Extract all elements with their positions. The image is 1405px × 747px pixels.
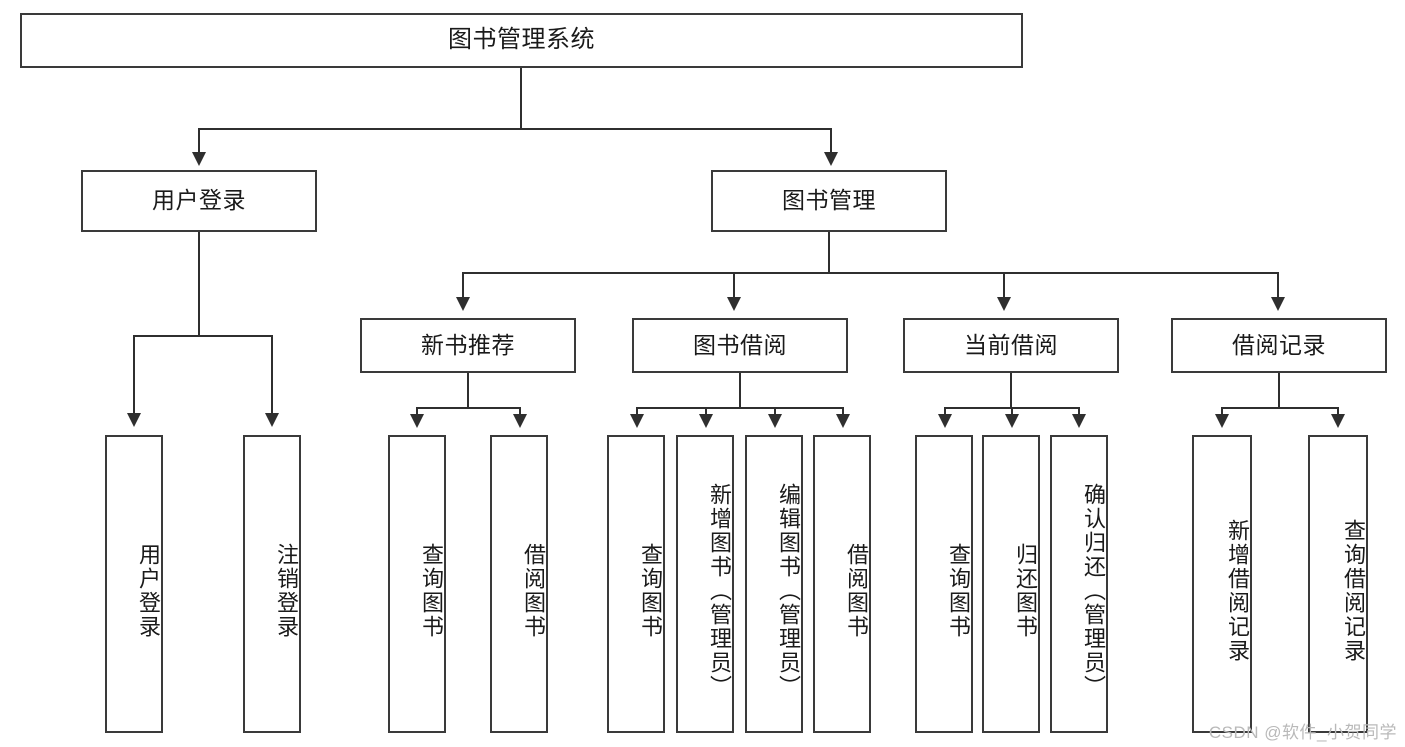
leaf-logout[interactable]: 注销登录	[243, 435, 301, 733]
connector-userlogin-drop-1	[133, 335, 135, 415]
node-label: 当前借阅	[964, 331, 1058, 358]
leaf-query-book-recommend[interactable]: 查询图书	[388, 435, 446, 733]
node-label: 归还图书	[1013, 543, 1038, 639]
node-root-system[interactable]: 图书管理系统	[20, 13, 1023, 68]
connector-bookborrow-drop-4	[842, 407, 844, 416]
leaf-borrow-book-recommend[interactable]: 借阅图书	[490, 435, 548, 733]
node-label: 借阅记录	[1232, 331, 1326, 358]
connector-userlogin-stem	[198, 232, 200, 335]
arrowhead-leaf-confirm-return	[1072, 414, 1086, 428]
arrowhead-leaf-user-login	[127, 413, 141, 427]
leaf-query-borrow-record[interactable]: 查询借阅记录	[1308, 435, 1368, 733]
node-label: 图书借阅	[693, 331, 787, 358]
connector-bookborrow-drop-2	[705, 407, 707, 416]
connector-root-drop-left	[198, 128, 200, 154]
arrowhead-leaf-add-record	[1215, 414, 1229, 428]
leaf-confirm-return-admin[interactable]: 确认归还（管理员）	[1050, 435, 1108, 733]
arrowhead-book-borrow	[727, 297, 741, 311]
node-label: 新增图书（管理员）	[707, 483, 732, 699]
arrowhead-user-login	[192, 152, 206, 166]
connector-level2-drop-3	[1003, 272, 1005, 299]
node-label: 查询借阅记录	[1341, 519, 1366, 663]
connector-newbook-stem	[467, 373, 469, 407]
connector-borrowrecord-drop-2	[1337, 407, 1339, 416]
node-label: 编辑图书（管理员）	[776, 483, 801, 699]
node-label: 注销登录	[274, 543, 299, 639]
node-book-manage[interactable]: 图书管理	[711, 170, 947, 232]
node-label: 借阅图书	[521, 543, 546, 639]
connector-borrowrecord-stem	[1278, 373, 1280, 407]
leaf-add-book-admin[interactable]: 新增图书（管理员）	[676, 435, 734, 733]
leaf-query-book-current[interactable]: 查询图书	[915, 435, 973, 733]
node-label: 用户登录	[136, 543, 161, 639]
node-label: 查询图书	[638, 543, 663, 639]
node-borrow-record[interactable]: 借阅记录	[1171, 318, 1387, 373]
connector-userlogin-bar	[133, 335, 272, 337]
arrowhead-leaf-return-book	[1005, 414, 1019, 428]
connector-root-drop-right	[830, 128, 832, 154]
leaf-query-book-borrow[interactable]: 查询图书	[607, 435, 665, 733]
leaf-edit-book-admin[interactable]: 编辑图书（管理员）	[745, 435, 803, 733]
connector-userlogin-drop-2	[271, 335, 273, 415]
arrowhead-leaf-query-book-3	[938, 414, 952, 428]
node-label: 借阅图书	[844, 543, 869, 639]
node-label: 查询图书	[946, 543, 971, 639]
arrowhead-leaf-borrow-book-2	[836, 414, 850, 428]
node-label: 新书推荐	[421, 331, 515, 358]
connector-newbook-drop-2	[519, 407, 521, 416]
arrowhead-borrow-record	[1271, 297, 1285, 311]
connector-newbook-drop-1	[416, 407, 418, 416]
connector-level2-drop-1	[462, 272, 464, 299]
connector-currentborrow-drop-2	[1011, 407, 1013, 416]
arrowhead-leaf-query-book-2	[630, 414, 644, 428]
node-label: 用户登录	[152, 187, 246, 214]
connector-root-bar	[198, 128, 832, 130]
arrowhead-leaf-query-book-1	[410, 414, 424, 428]
arrowhead-new-book-recommend	[456, 297, 470, 311]
arrowhead-leaf-borrow-book-1	[513, 414, 527, 428]
node-user-login[interactable]: 用户登录	[81, 170, 317, 232]
connector-newbook-bar	[416, 407, 520, 409]
connector-bookmanage-bar	[462, 272, 1279, 274]
connector-bookborrow-bar	[636, 407, 843, 409]
node-label: 确认归还（管理员）	[1081, 483, 1106, 699]
connector-currentborrow-drop-1	[944, 407, 946, 416]
connector-bookborrow-drop-3	[774, 407, 776, 416]
node-label: 查询图书	[419, 543, 444, 639]
leaf-user-login[interactable]: 用户登录	[105, 435, 163, 733]
node-book-borrow[interactable]: 图书借阅	[632, 318, 848, 373]
connector-bookborrow-drop-1	[636, 407, 638, 416]
connector-level2-drop-4	[1277, 272, 1279, 299]
connector-bookmanage-stem	[828, 232, 830, 272]
node-current-borrow[interactable]: 当前借阅	[903, 318, 1119, 373]
node-new-book-recommend[interactable]: 新书推荐	[360, 318, 576, 373]
leaf-add-borrow-record[interactable]: 新增借阅记录	[1192, 435, 1252, 733]
arrowhead-leaf-logout	[265, 413, 279, 427]
connector-borrowrecord-drop-1	[1221, 407, 1223, 416]
connector-currentborrow-drop-3	[1078, 407, 1080, 416]
node-label: 图书管理系统	[448, 26, 595, 54]
leaf-borrow-book[interactable]: 借阅图书	[813, 435, 871, 733]
arrowhead-book-manage	[824, 152, 838, 166]
arrowhead-leaf-add-book	[699, 414, 713, 428]
connector-currentborrow-stem	[1010, 373, 1012, 407]
connector-borrowrecord-bar	[1221, 407, 1338, 409]
leaf-return-book[interactable]: 归还图书	[982, 435, 1040, 733]
arrowhead-current-borrow	[997, 297, 1011, 311]
node-label: 新增借阅记录	[1225, 519, 1250, 663]
arrowhead-leaf-edit-book	[768, 414, 782, 428]
arrowhead-leaf-query-record	[1331, 414, 1345, 428]
connector-root-stem	[520, 68, 522, 128]
node-label: 图书管理	[782, 187, 876, 214]
connector-bookborrow-stem	[739, 373, 741, 407]
connector-level2-drop-2	[733, 272, 735, 299]
